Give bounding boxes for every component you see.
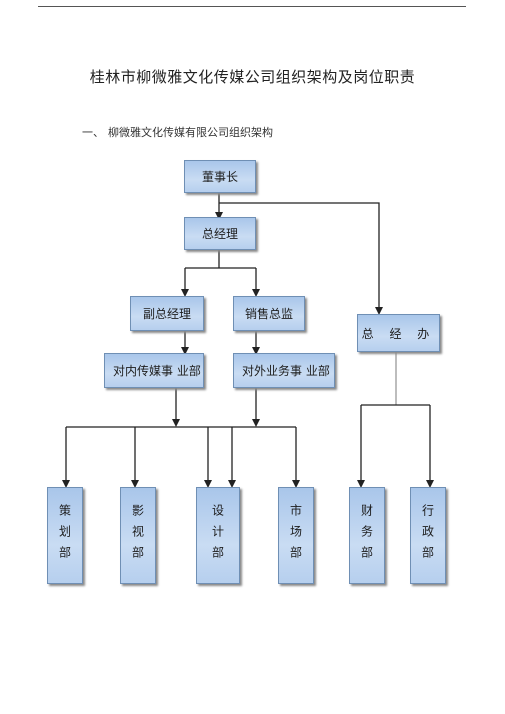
design-department-box: 设计部: [196, 487, 240, 584]
section-number: 一、: [82, 126, 104, 139]
deputy-general-manager-box: 副总经理: [130, 296, 204, 331]
marketing-department-box: 市场部: [278, 487, 314, 584]
section-title: 柳微雅文化传媒有限公司组织架构: [108, 126, 273, 139]
header-rule: [38, 6, 466, 7]
internal-media-division-box: 对内传媒事 业部: [104, 353, 204, 388]
planning-department-box: 策划部: [47, 487, 83, 584]
administration-department-box: 行政部: [410, 487, 446, 584]
connector-chairman-to-office: [219, 202, 383, 315]
finance-department-box: 财务部: [349, 487, 385, 584]
document-title: 桂林市柳微雅文化传媒公司组织架构及岗位职责: [89, 68, 416, 86]
general-office-box: 总 经 办: [357, 314, 440, 352]
external-business-division-box: 对外业务事 业部: [233, 353, 335, 388]
chairman-box: 董事长: [184, 160, 256, 193]
film-video-department-box: 影视部: [120, 487, 156, 584]
general-manager-box: 总经理: [184, 217, 256, 250]
sales-director-box: 销售总监: [233, 296, 305, 331]
